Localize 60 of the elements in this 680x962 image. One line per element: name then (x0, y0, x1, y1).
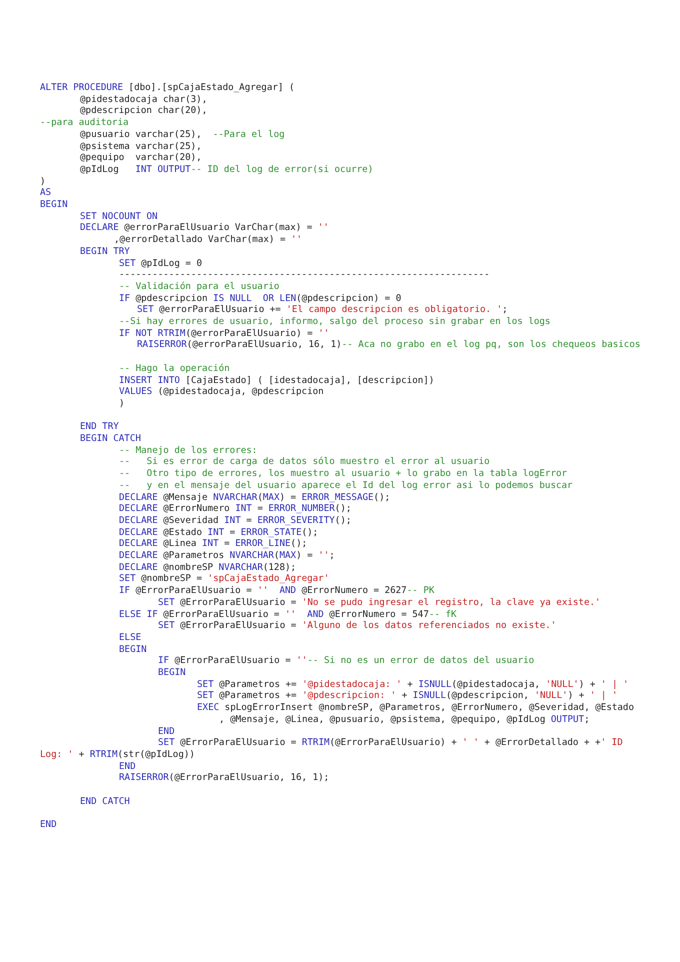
code-line: --Si hay errores de usuario, informo, salgo del proceso sin grabar en los logs (119, 316, 550, 327)
code-line: ELSE IF @ErrorParaElUsuario = '' AND @ErrorNumero = 547-- fK (119, 608, 457, 620)
code-line: SET @errorParaElUsuario += 'El campo descripcion es obligatorio. '; (137, 304, 508, 316)
code-line: SET NOCOUNT ON (80, 210, 158, 222)
code-line: END (40, 819, 57, 830)
code-line: DECLARE @Parametros NVARCHAR(MAX) = ''; (119, 550, 335, 561)
code-line: AS (40, 187, 52, 198)
code-line: END CATCH (80, 796, 130, 807)
code-line: RAISERROR(@ErrorParaElUsuario, 16, 1); (119, 772, 330, 784)
code-line: SET @pIdLog = 0 (119, 258, 202, 268)
code-line: -- y en el mensaje del usuario aparece el Id del log error asi lo podemos buscar (119, 480, 573, 491)
code-line: DECLARE @Severidad INT = ERROR_SEVERITY(); (119, 514, 352, 526)
code-line: DECLARE @Mensaje NVARCHAR(MAX) = ERROR_MESSAGE(); (119, 492, 390, 502)
code-line: RAISERROR(@errorParaElUsuario, 16, 1)-- Aca no grabo en el log pq, son los chequeos basicos (137, 339, 640, 350)
code-line: DECLARE @ErrorNumero INT = ERROR_NUMBER(); (119, 503, 352, 514)
code-line: ) (119, 398, 125, 409)
code-line: IF @pdescripcion IS NULL OR LEN(@pdescripcion) = 0 (119, 292, 402, 304)
code-line: BEGIN (40, 199, 68, 210)
code-line: IF @ErrorParaElUsuario = '' AND @ErrorNumero = 2627-- PK (119, 585, 434, 596)
code-line: SET @nombreSP = 'spCajaEstado_Agregar' (119, 573, 330, 584)
code-line: ELSE (119, 632, 142, 643)
code-line: SET @ErrorParaElUsuario = 'Alguno de los datos referenciados no existe.' (158, 620, 556, 632)
code-line: -- Validación para el usuario (119, 280, 280, 292)
code-line: BEGIN CATCH (80, 433, 141, 444)
code-line: , @Mensaje, @Linea, @pusuario, @psistema, @pequipo, @pIdLog OUTPUT; (219, 714, 590, 725)
code-line: @pequipo varchar(20), (80, 152, 202, 164)
code-line: @pdescripcion char(20), (80, 105, 208, 116)
code-line: DECLARE @Linea INT = ERROR_LINE(); (119, 538, 308, 550)
code-line: -- Hago la operación (119, 362, 230, 374)
code-line: IF @ErrorParaElUsuario = ''-- Si no es un error de datos del usuario (158, 655, 534, 666)
code-line: -- Manejo de los errores: (119, 444, 258, 456)
code-line: -- Si es error de carga de datos sólo muestro el error al usuario (119, 456, 490, 468)
code-line: VALUES (@pidestadocaja, @pdescripcion (119, 386, 324, 398)
code-line: BEGIN TRY (80, 246, 130, 257)
code-line: ALTER PROCEDURE [dbo].[spCajaEstado_Agregar] ( (40, 82, 294, 93)
code-line: END (119, 760, 136, 772)
code-line: SET @Parametros += '@pdescripcion: ' + ISNULL(@pdescripcion, 'NULL') + ' | ' (197, 690, 618, 702)
code-line: DECLARE @nombreSP NVARCHAR(128); (119, 562, 296, 573)
code-line: --para auditoria (40, 117, 129, 128)
code-line: Log: ' + RTRIM(str(@pIdLog)) (40, 748, 195, 760)
code-line: BEGIN (119, 644, 147, 655)
code-line: BEGIN (158, 667, 186, 678)
code-line: @pusuario varchar(25), --Para el log (80, 128, 285, 140)
code-line: INSERT INTO [CajaEstado] ( [idestadocaja], [descripcion]) (119, 374, 434, 386)
code-line: SET @ErrorParaElUsuario = RTRIM(@ErrorParaElUsuario) + ' ' + @ErrorDetallado + +' ID (158, 737, 623, 748)
code-line: DECLARE @errorParaElUsuario VarChar(max) = '' (80, 222, 329, 234)
code-line: END (158, 726, 175, 736)
code-line: DECLARE @Estado INT = ERROR_STATE(); (119, 526, 318, 538)
code-line: @pIdLog INT OUTPUT-- ID del log de error(si ocurre) (80, 164, 374, 175)
code-line: IF NOT RTRIM(@errorParaElUsuario) = '' (119, 328, 330, 339)
code-line: EXEC spLogErrorInsert @nombreSP, @Parametros, @ErrorNumero, @Severidad, @Estado (197, 702, 634, 714)
code-line: @psistema varchar(25), (80, 140, 202, 152)
code-line: ,@errorDetallado VarChar(max) = '' (114, 234, 302, 246)
code-line: ------------------------------------------------------------------- (119, 269, 490, 280)
code-line: SET @ErrorParaElUsuario = 'No se pudo ingresar el registro, la clave ya existe.' (158, 596, 601, 608)
code-line: ) (40, 176, 46, 187)
code-line: END TRY (80, 421, 119, 432)
code-line: @pidestadocaja char(3), (80, 94, 208, 105)
code-line: -- Otro tipo de errores, los muestro al usuario + lo grabo en la tabla logError (119, 468, 568, 480)
code-line: SET @Parametros += '@pidestadocaja: ' + ISNULL(@pidestadocaja, 'NULL') + ' | ' (197, 678, 629, 690)
